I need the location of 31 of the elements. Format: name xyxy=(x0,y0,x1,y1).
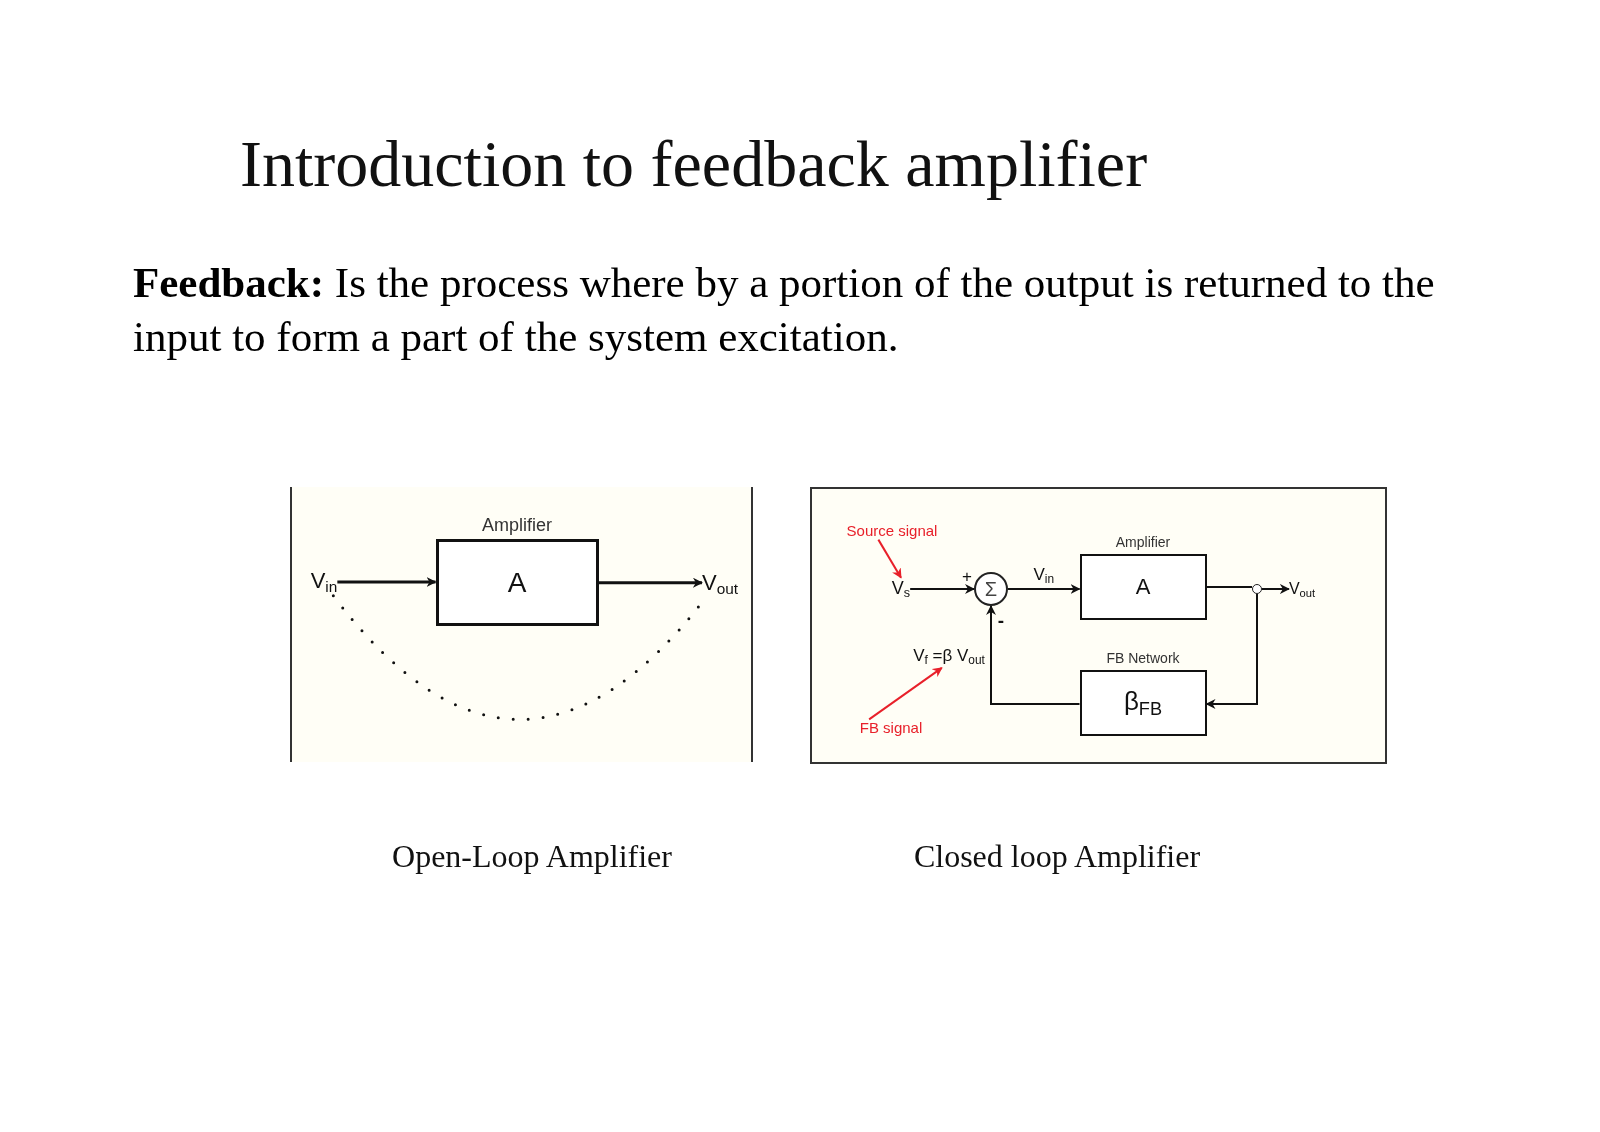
edge-label: V$_{in}$ xyxy=(1033,565,1055,587)
block-heading: Amplifier xyxy=(482,514,552,536)
sign-label: - xyxy=(997,610,1005,632)
signal-label: V$_{s}$ xyxy=(891,577,911,601)
block-heading: Amplifier xyxy=(1115,534,1171,551)
leader-arrow xyxy=(868,666,943,721)
signal-label: V$_{f}$ =β V$_{out}$ xyxy=(913,646,985,668)
figure-caption: Closed loop Amplifier xyxy=(913,837,1201,875)
signal-label: V$_{out}$ xyxy=(1288,580,1316,600)
arrow xyxy=(1205,593,1258,709)
junction-dot xyxy=(1252,584,1262,594)
leader-arrow xyxy=(877,538,902,579)
annotation-label: FB signal xyxy=(859,719,923,737)
annotation-label: Source signal xyxy=(846,522,938,540)
definition-text: Feedback: Is the process where by a portion of the output is returned to the input to form a part of the system excitation. xyxy=(133,258,1436,362)
arrow xyxy=(1007,584,1081,594)
figure-caption: Open-Loop Amplifier xyxy=(392,837,672,875)
arrow xyxy=(598,577,703,588)
arrow xyxy=(337,577,437,587)
signal-label: V$_{in}$ xyxy=(310,568,338,596)
block-symbol: A xyxy=(507,566,527,599)
sign-label: + xyxy=(962,567,972,587)
arrow xyxy=(986,605,1081,705)
arrow xyxy=(1261,584,1290,594)
arrow xyxy=(909,584,975,594)
block-heading: FB Network xyxy=(1106,650,1180,667)
block-symbol: A xyxy=(1135,574,1151,600)
slide-title: Introduction to feedback amplifier xyxy=(240,126,1148,202)
block-symbol: β$_{FB}$ xyxy=(1123,686,1163,720)
signal-label: V$_{out}$ xyxy=(701,570,739,598)
connector-line xyxy=(1205,586,1253,589)
